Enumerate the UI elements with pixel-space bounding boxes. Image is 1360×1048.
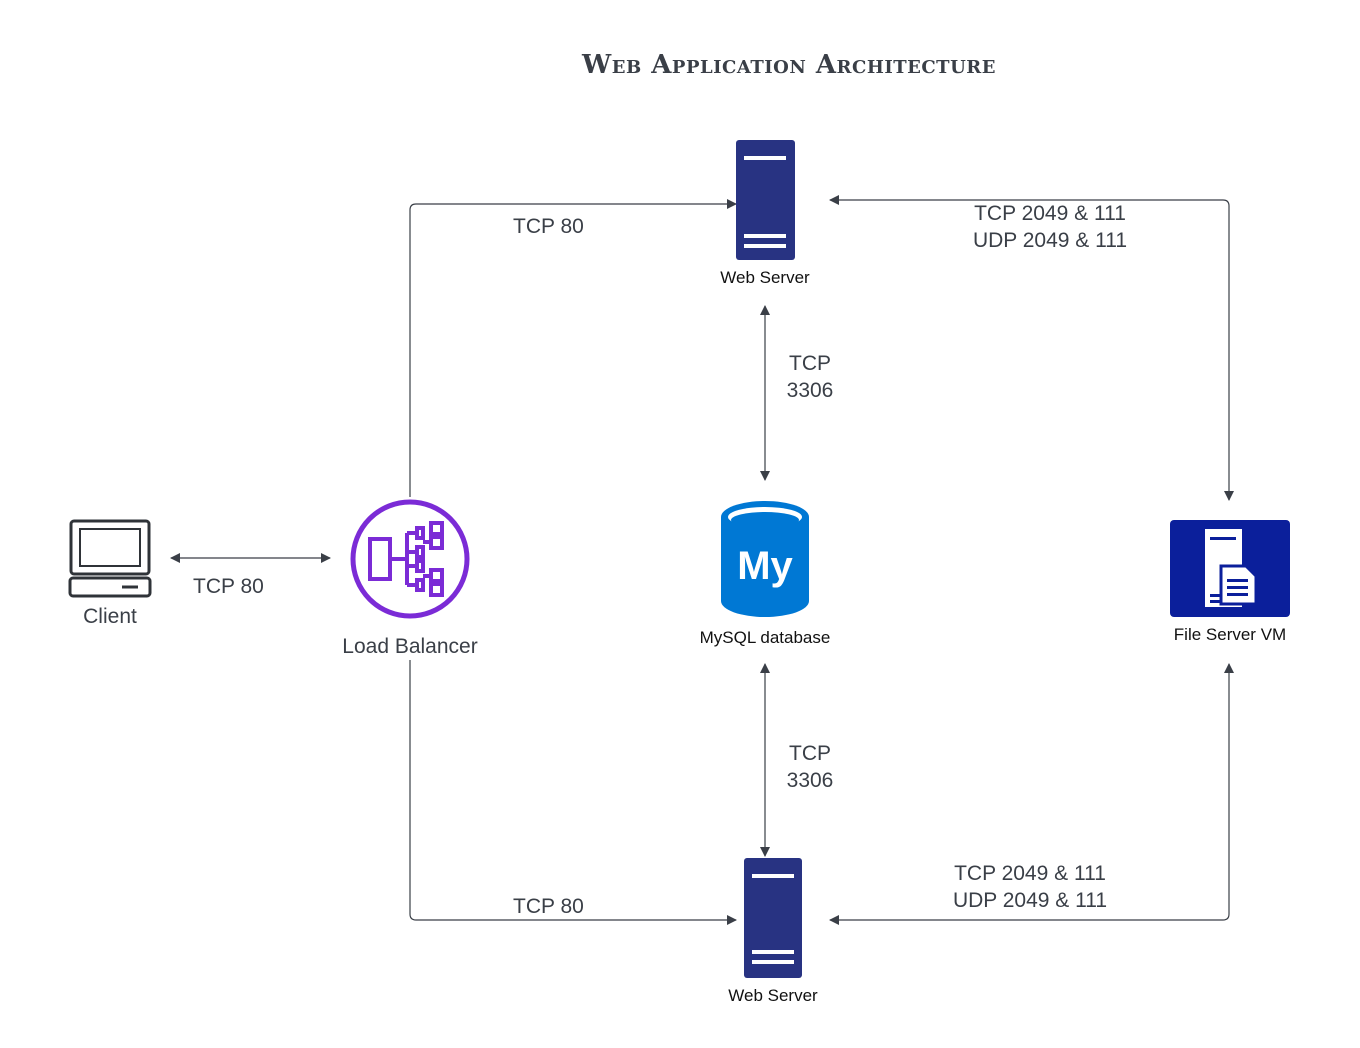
edge-label-bottom-file: TCP 2049 & 111 UDP 2049 & 111 xyxy=(930,860,1130,914)
server-icon xyxy=(744,858,802,978)
edge-lb-to-bottom-server xyxy=(409,660,737,925)
page-title: Web Application Architecture xyxy=(582,50,996,80)
computer-icon xyxy=(68,519,152,598)
node-label-file-server: File Server VM xyxy=(1173,625,1287,644)
node-label-client: Client xyxy=(83,605,137,628)
edge-lb-to-top-server xyxy=(409,199,737,497)
edge-label-line: UDP 2049 & 111 xyxy=(972,229,1128,252)
mysql-icon-text: My xyxy=(737,544,793,588)
edge-label-top-db: TCP 3306 xyxy=(770,350,850,404)
edge-label-client-lb: TCP 80 xyxy=(193,575,264,598)
node-label-web-server-top: Web Server xyxy=(720,268,810,287)
edge-label-line: 3306 xyxy=(786,769,834,792)
edge-label-lb-bottom: TCP 80 xyxy=(513,895,584,918)
edge-label-line: UDP 2049 & 111 xyxy=(952,889,1108,912)
edge-label-line: 3306 xyxy=(786,379,834,402)
file-server-icon xyxy=(1170,520,1290,617)
edge-label-top-file: TCP 2049 & 111 UDP 2049 & 111 xyxy=(950,200,1150,254)
node-label-web-server-bottom: Web Server xyxy=(728,986,818,1005)
load-balancer-icon xyxy=(350,499,470,619)
node-label-mysql: MySQL database xyxy=(699,628,831,647)
edge-bottom-server-file xyxy=(829,663,1234,925)
edge-label-lb-top: TCP 80 xyxy=(513,215,584,238)
edge-top-server-file xyxy=(829,195,1234,501)
mysql-icon: My xyxy=(721,501,809,617)
edge-label-line: TCP xyxy=(789,352,831,375)
edge-label-line: TCP xyxy=(789,742,831,765)
edge-label-line: TCP 2049 & 111 xyxy=(974,202,1126,225)
edge-label-line: TCP 2049 & 111 xyxy=(954,862,1106,885)
node-label-load-balancer: Load Balancer xyxy=(342,635,478,658)
edge-label-bottom-db: TCP 3306 xyxy=(770,740,850,794)
server-icon xyxy=(736,140,795,260)
